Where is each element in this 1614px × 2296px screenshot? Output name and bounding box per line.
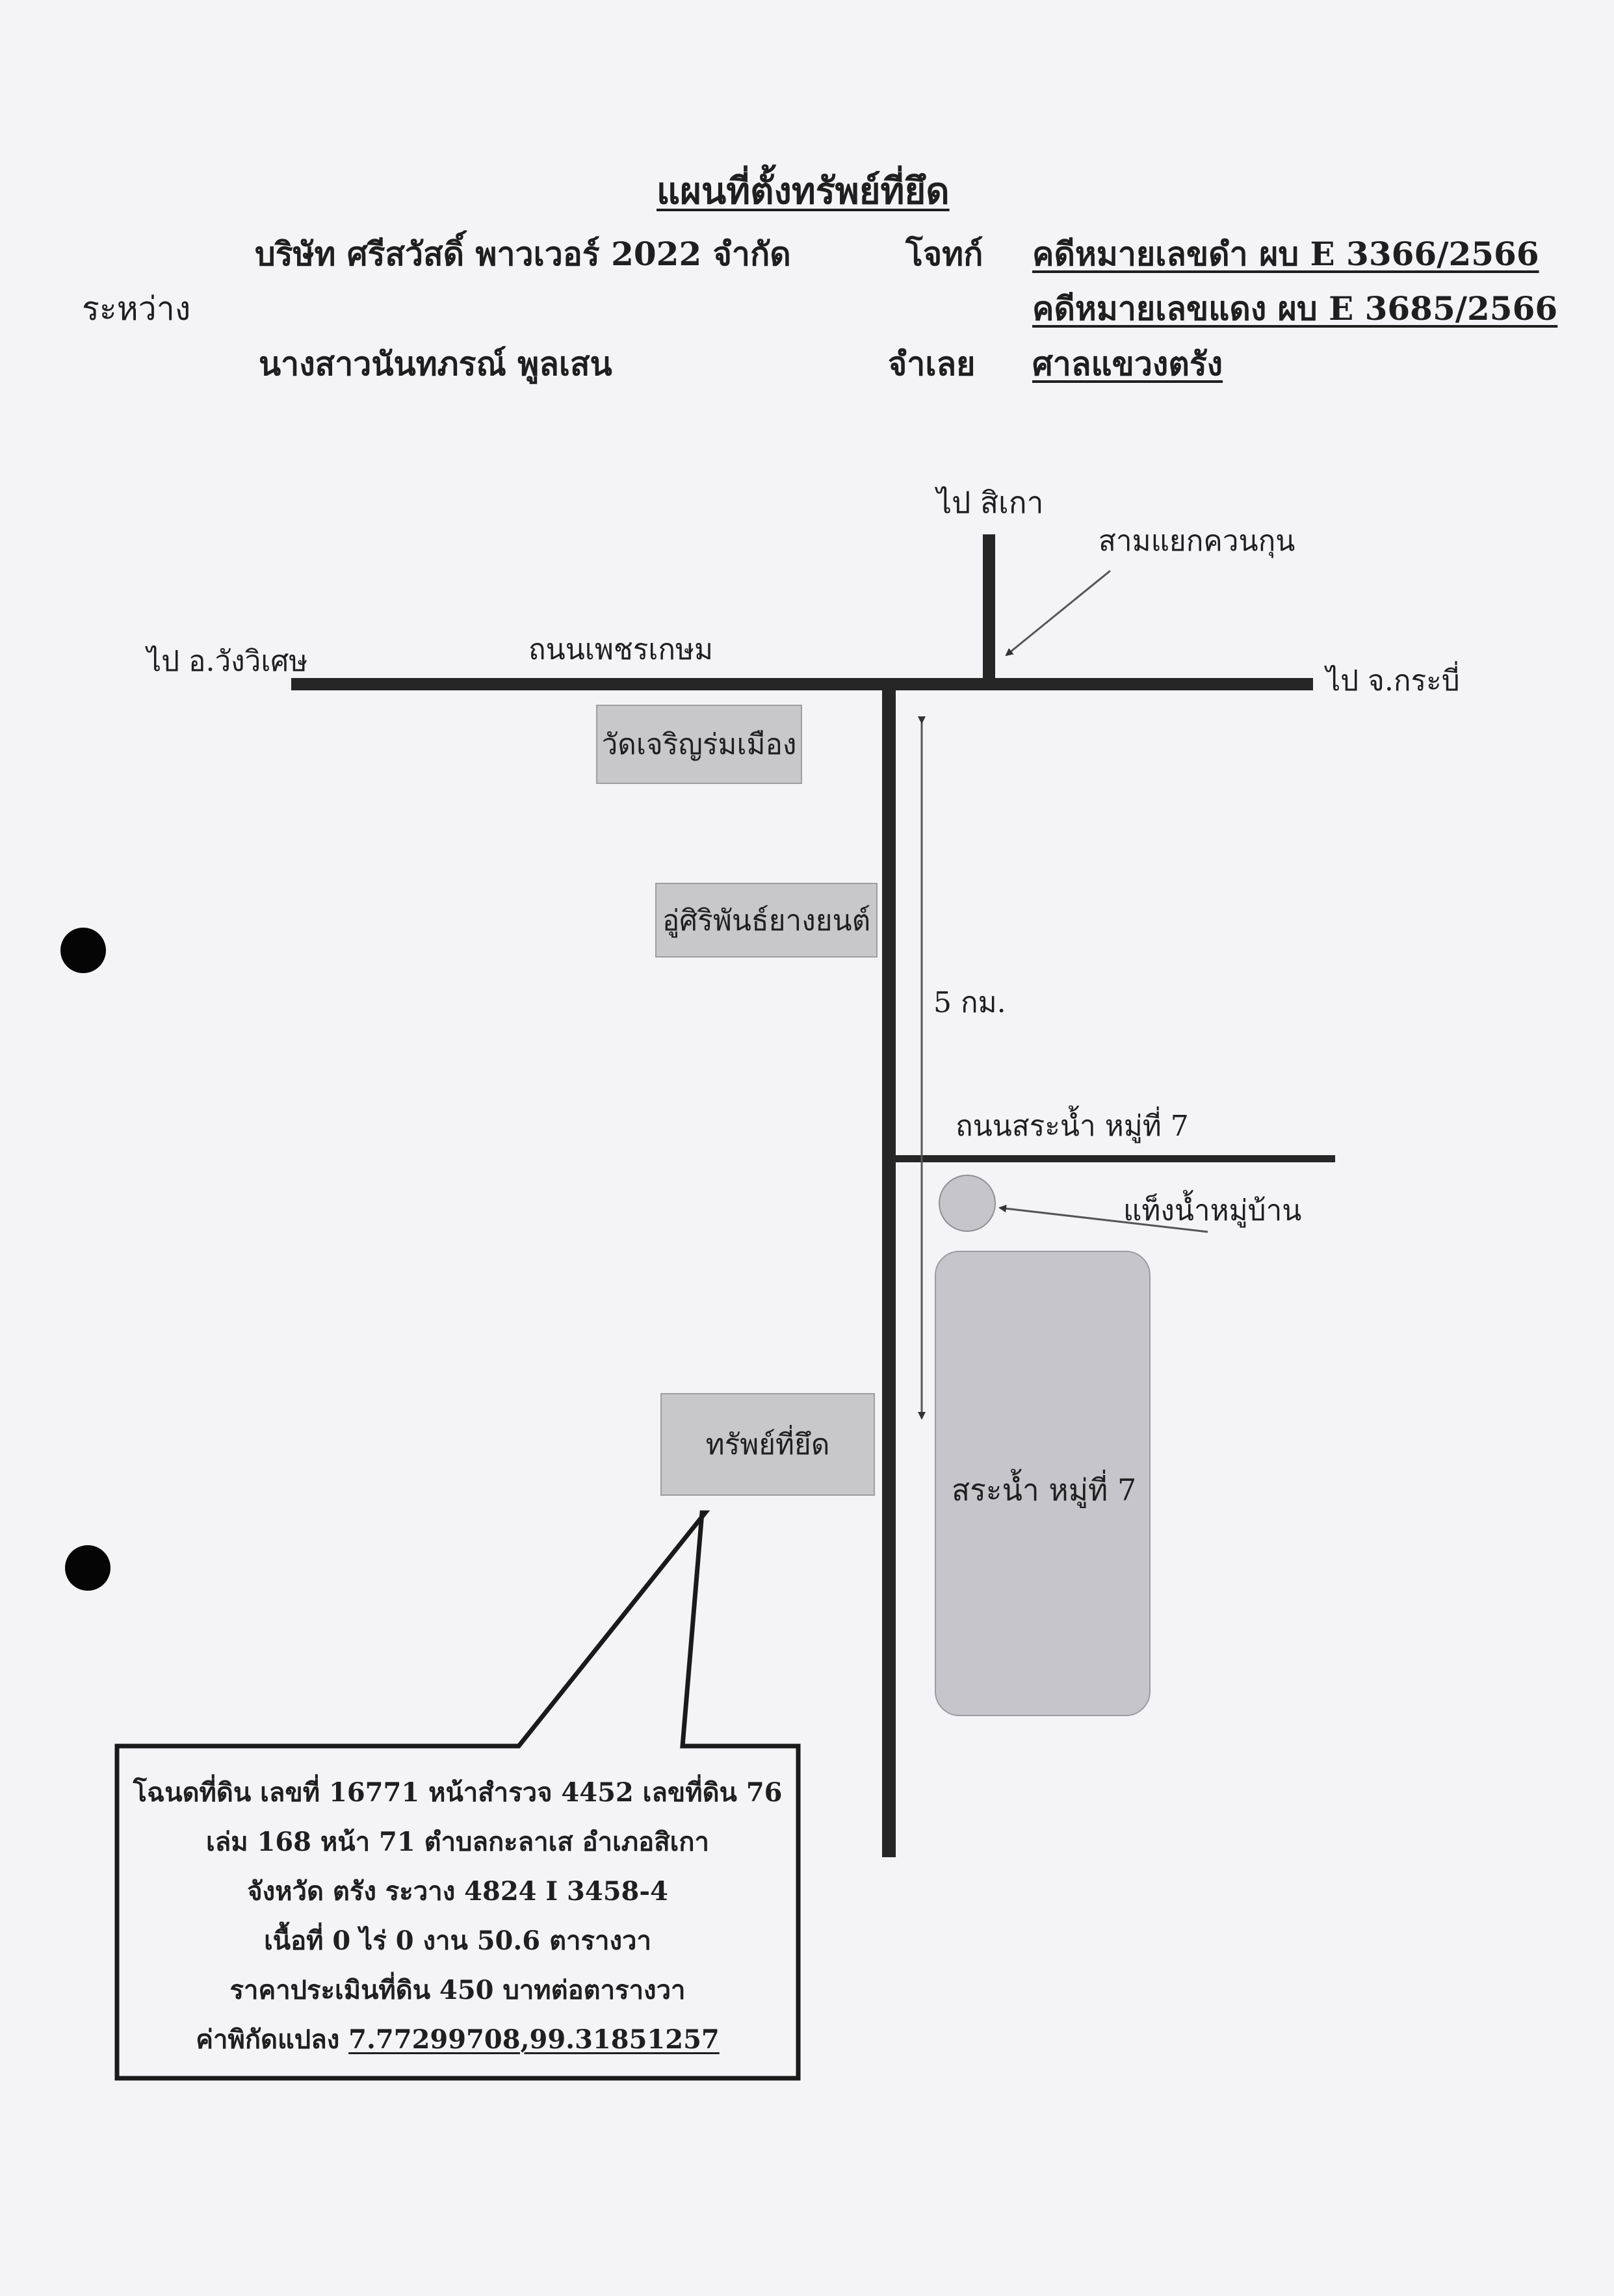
seized-property-box: ทรัพย์ที่ยึด (660, 1393, 875, 1496)
defendant-role: จำเลย (888, 345, 976, 383)
label-junction: สามแยกควนกุน (1099, 525, 1295, 558)
label-to-sikao: ไป สิเกา (937, 485, 1044, 520)
road-petchkasem (291, 678, 1313, 690)
pond-label: สระน้ำ หมู่ที่ 7 (952, 1472, 1137, 1507)
landmark-temple-label: วัดเจริญร่มเมือง (601, 728, 797, 761)
road-to-sikao (983, 534, 995, 684)
coordinates-value: 7.77299708,99.31851257 (348, 2024, 720, 2055)
defendant-name: นางสาวนันทภรณ์ พูลเสน (259, 345, 612, 383)
punch-hole-bottom (65, 1545, 111, 1591)
label-to-krabi: ไป จ.กระบี่ (1326, 664, 1460, 698)
plaintiff-name: บริษัท ศรีสวัสดิ์ พาวเวอร์ 2022 จำกัด (255, 235, 791, 273)
label-main-road: ถนนเพชรเกษม (528, 633, 714, 666)
between-label: ระหว่าง (82, 290, 191, 328)
junction-pointer (1005, 569, 1111, 657)
landmark-temple: วัดเจริญร่มเมือง (596, 705, 802, 784)
page-title: แผนที่ตั้งทรัพย์ที่ยึด (657, 170, 950, 213)
road-sa-nam-moo7 (896, 1155, 1335, 1162)
water-tank-icon (939, 1175, 996, 1232)
plaintiff-role: โจทก์ (905, 235, 983, 273)
water-tank-pointer (998, 1205, 1208, 1233)
deed-line-5: ราคาประเมินที่ดิน 450 บาทต่อตารางวา (229, 1975, 686, 2005)
label-water-tank: แท็งน้ำหมู่บ้าน (1123, 1194, 1302, 1227)
pond-area: สระน้ำ หมู่ที่ 7 (935, 1251, 1151, 1716)
seized-property-label: ทรัพย์ที่ยึด (705, 1428, 830, 1461)
coordinates-label: ค่าพิกัดแปลง (196, 2024, 340, 2055)
label-distance: 5 กม. (933, 986, 1006, 1019)
deed-line-4: เนื้อที่ 0 ไร่ 0 งาน 50.6 ตารางวา (264, 1925, 651, 1956)
deed-line-6: ค่าพิกัดแปลง 7.77299708,99.31851257 (121, 2015, 794, 2065)
landmark-tire-shop: อู่ศิริพันธ์ยางยนต์ (655, 883, 878, 958)
deed-line-3: จังหวัด ตรัง ระวาง 4824 I 3458-4 (247, 1876, 668, 1907)
deed-line-2: เล่ม 168 หน้า 71 ตำบลกะลาเส อำเภอสิเกา (206, 1827, 709, 1857)
land-deed-info: โฉนดที่ดิน เลขที่ 16771 หน้าสำรวจ 4452 เ… (121, 1768, 794, 2065)
label-to-wang-wiset: ไป อ.วังวิเศษ (147, 645, 308, 678)
red-case-number: คดีหมายเลขแดง ผบ E 3685/2566 (1032, 289, 1558, 328)
road-main-south (882, 690, 896, 1857)
deed-line-1: โฉนดที่ดิน เลขที่ 16771 หน้าสำรวจ 4452 เ… (133, 1777, 783, 1808)
label-side-road: ถนนสระน้ำ หมู่ที่ 7 (956, 1110, 1189, 1143)
info-callout-frame (114, 1510, 801, 2081)
court-name: ศาลแขวงตรัง (1032, 345, 1223, 383)
landmark-tire-shop-label: อู่ศิริพันธ์ยางยนต์ (662, 904, 871, 937)
punch-hole-top (60, 928, 106, 973)
black-case-number: คดีหมายเลขดำ ผบ E 3366/2566 (1032, 235, 1539, 273)
